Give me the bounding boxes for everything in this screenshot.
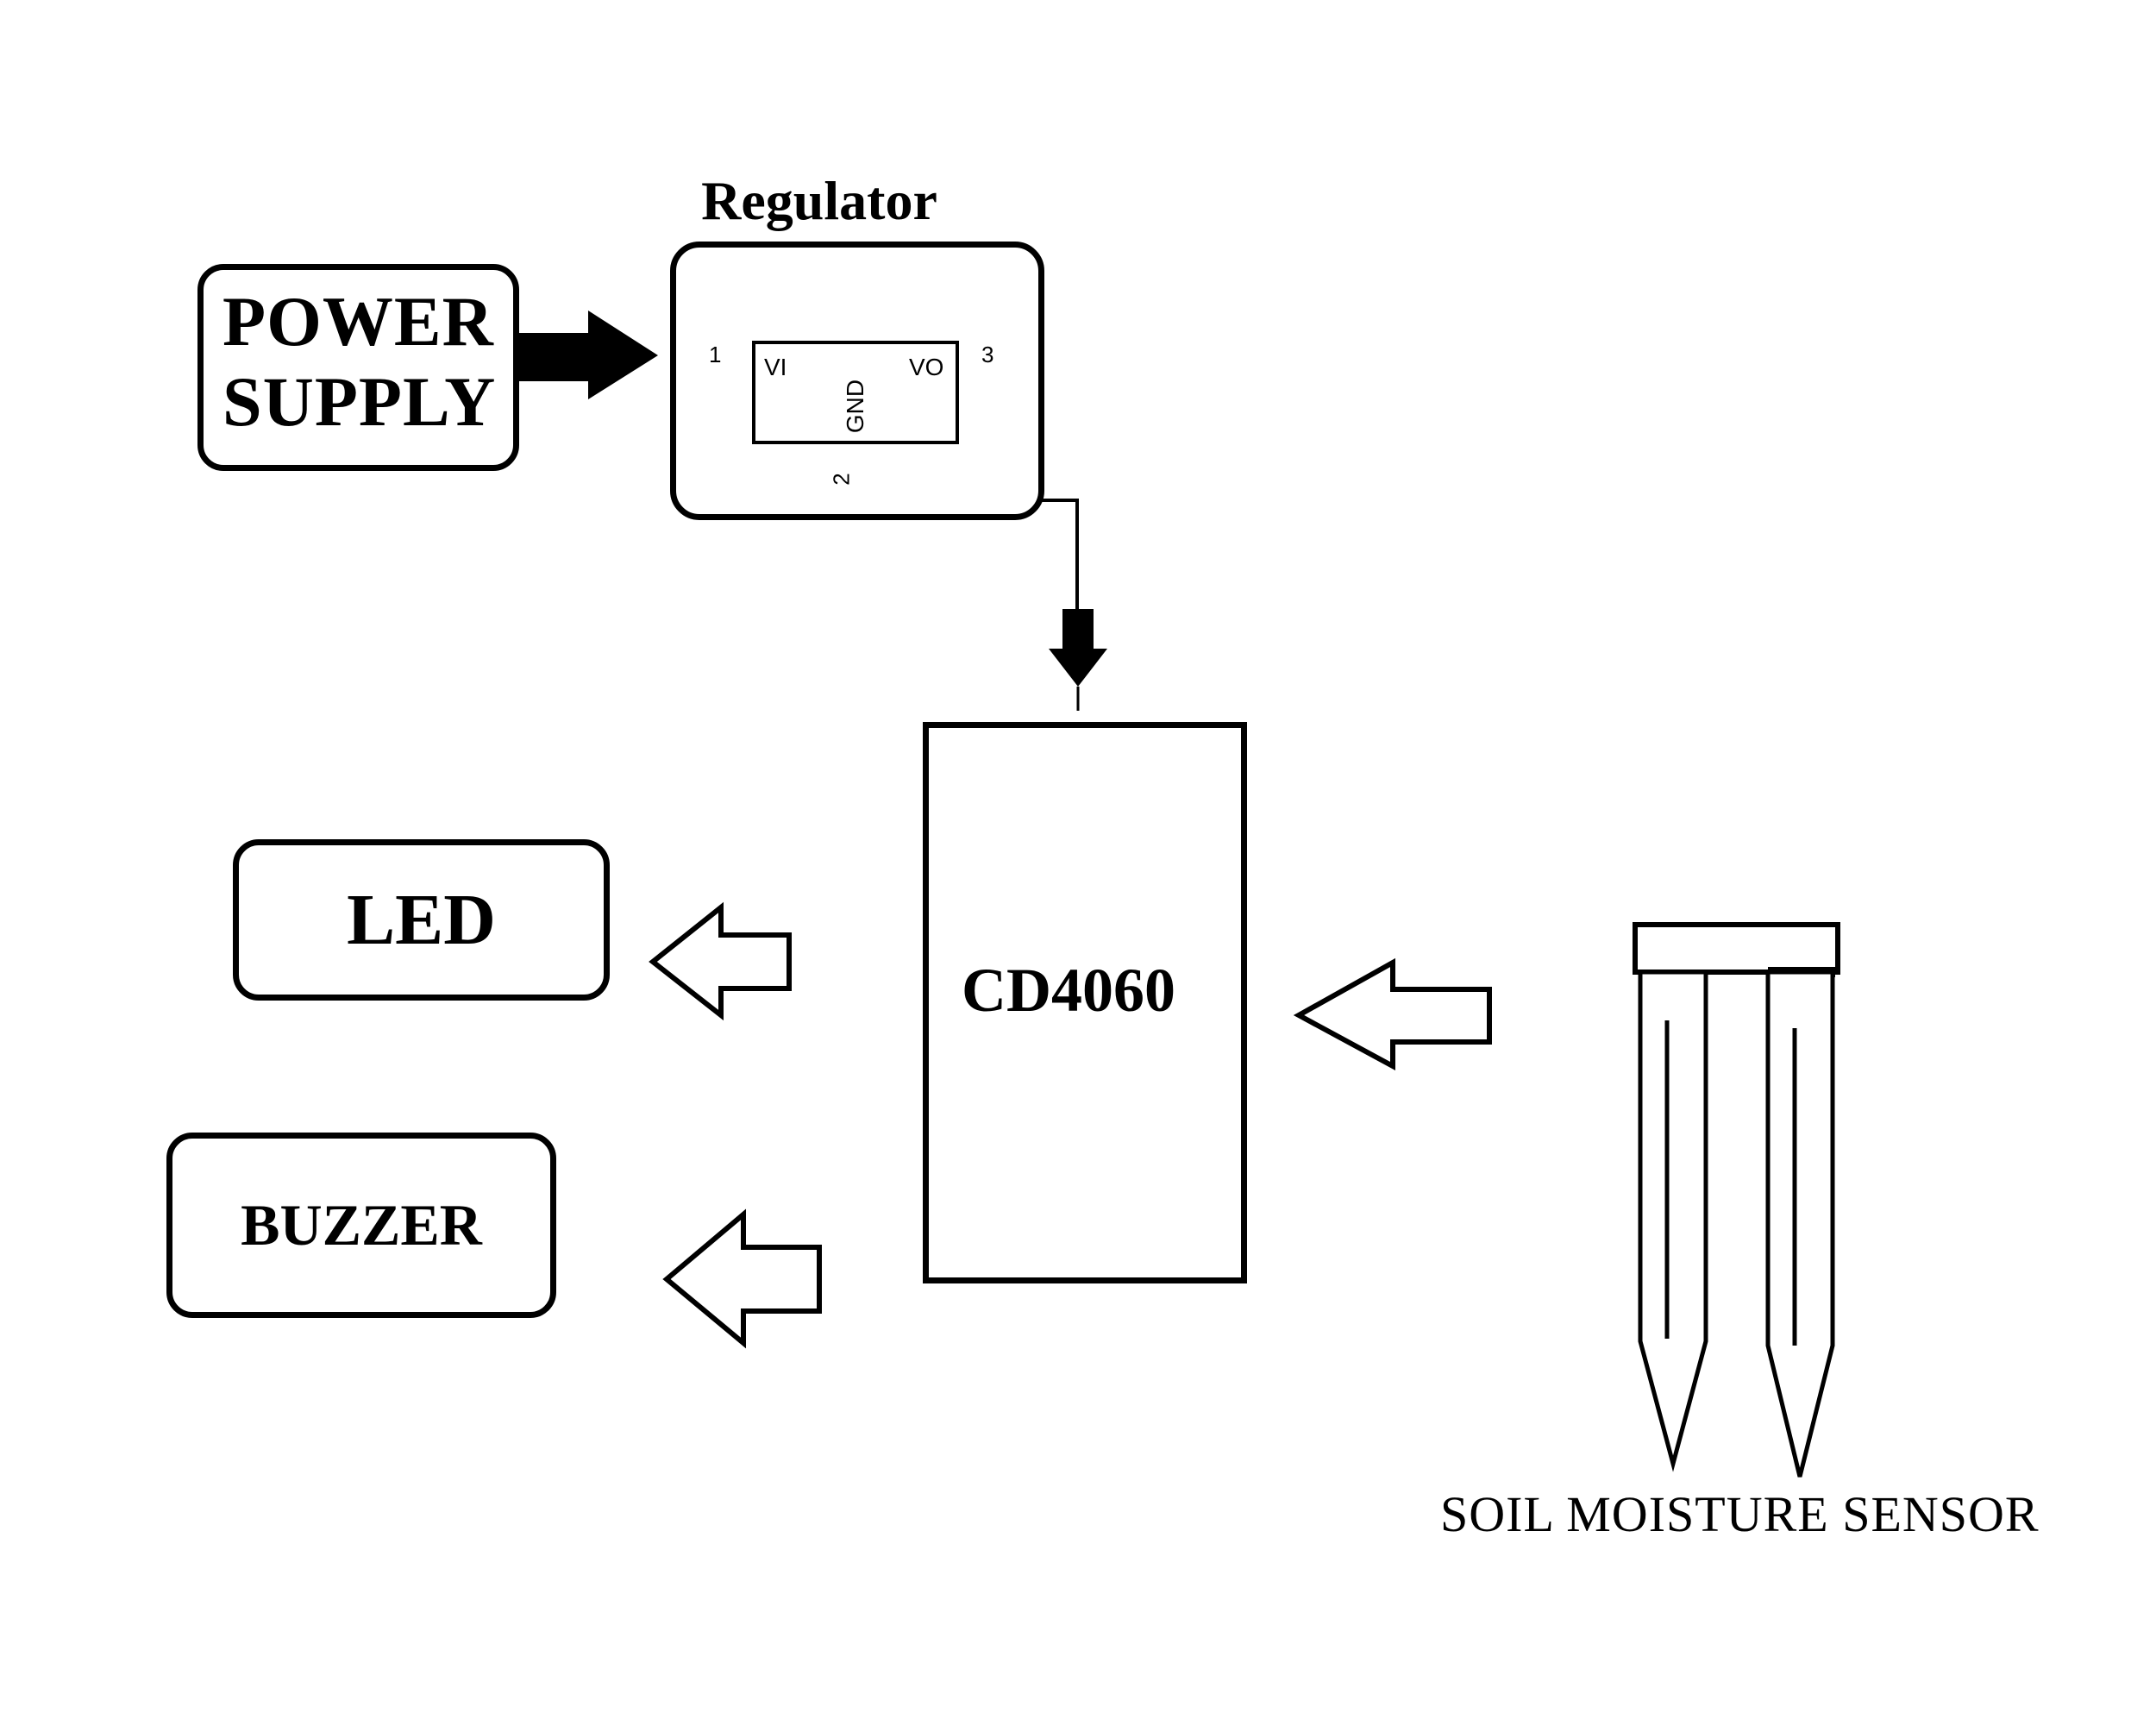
power-supply-label-line1: POWER <box>222 282 494 361</box>
arrow-power-to-regulator-icon <box>519 311 658 399</box>
regulator-ic-body <box>752 341 959 444</box>
power-supply-label-line2: SUPPLY <box>222 362 497 441</box>
regulator-ic-gnd-label: GND <box>842 379 868 434</box>
regulator-title: Regulator <box>701 170 937 231</box>
soil-moisture-sensor-icon <box>1633 922 1840 1478</box>
regulator-pin1-label: 1 <box>709 342 722 367</box>
node-power-supply: POWER SUPPLY <box>197 264 519 471</box>
regulator-pin3-label: 3 <box>981 342 994 367</box>
node-buzzer: BUZZER <box>166 1133 556 1318</box>
regulator-pin2-label: 2 <box>828 473 855 486</box>
arrow-sensor-to-cd4060-icon <box>1293 957 1492 1071</box>
node-cd4060: CD4060 <box>923 722 1247 1283</box>
sensor-head-bar <box>1633 922 1840 975</box>
regulator-ic-vi-label: VI <box>764 354 787 380</box>
connector-regulator-to-cd4060 <box>1041 499 1079 609</box>
arrow-down-to-cd4060-icon <box>1049 609 1107 687</box>
soil-moisture-sensor-label: SOIL MOISTURE SENSOR <box>1440 1486 2040 1542</box>
regulator-ic-vo-label: VO <box>909 354 944 380</box>
node-led: LED <box>233 839 610 1001</box>
arrow-cd4060-to-led-icon <box>649 901 792 1021</box>
sensor-right-prong <box>1765 970 1835 1478</box>
arrow-cd4060-to-buzzer-icon <box>662 1208 822 1349</box>
buzzer-label: BUZZER <box>241 1192 482 1258</box>
sensor-left-prong <box>1638 970 1708 1472</box>
cd4060-label: CD4060 <box>962 956 1175 1025</box>
led-label: LED <box>347 880 496 960</box>
